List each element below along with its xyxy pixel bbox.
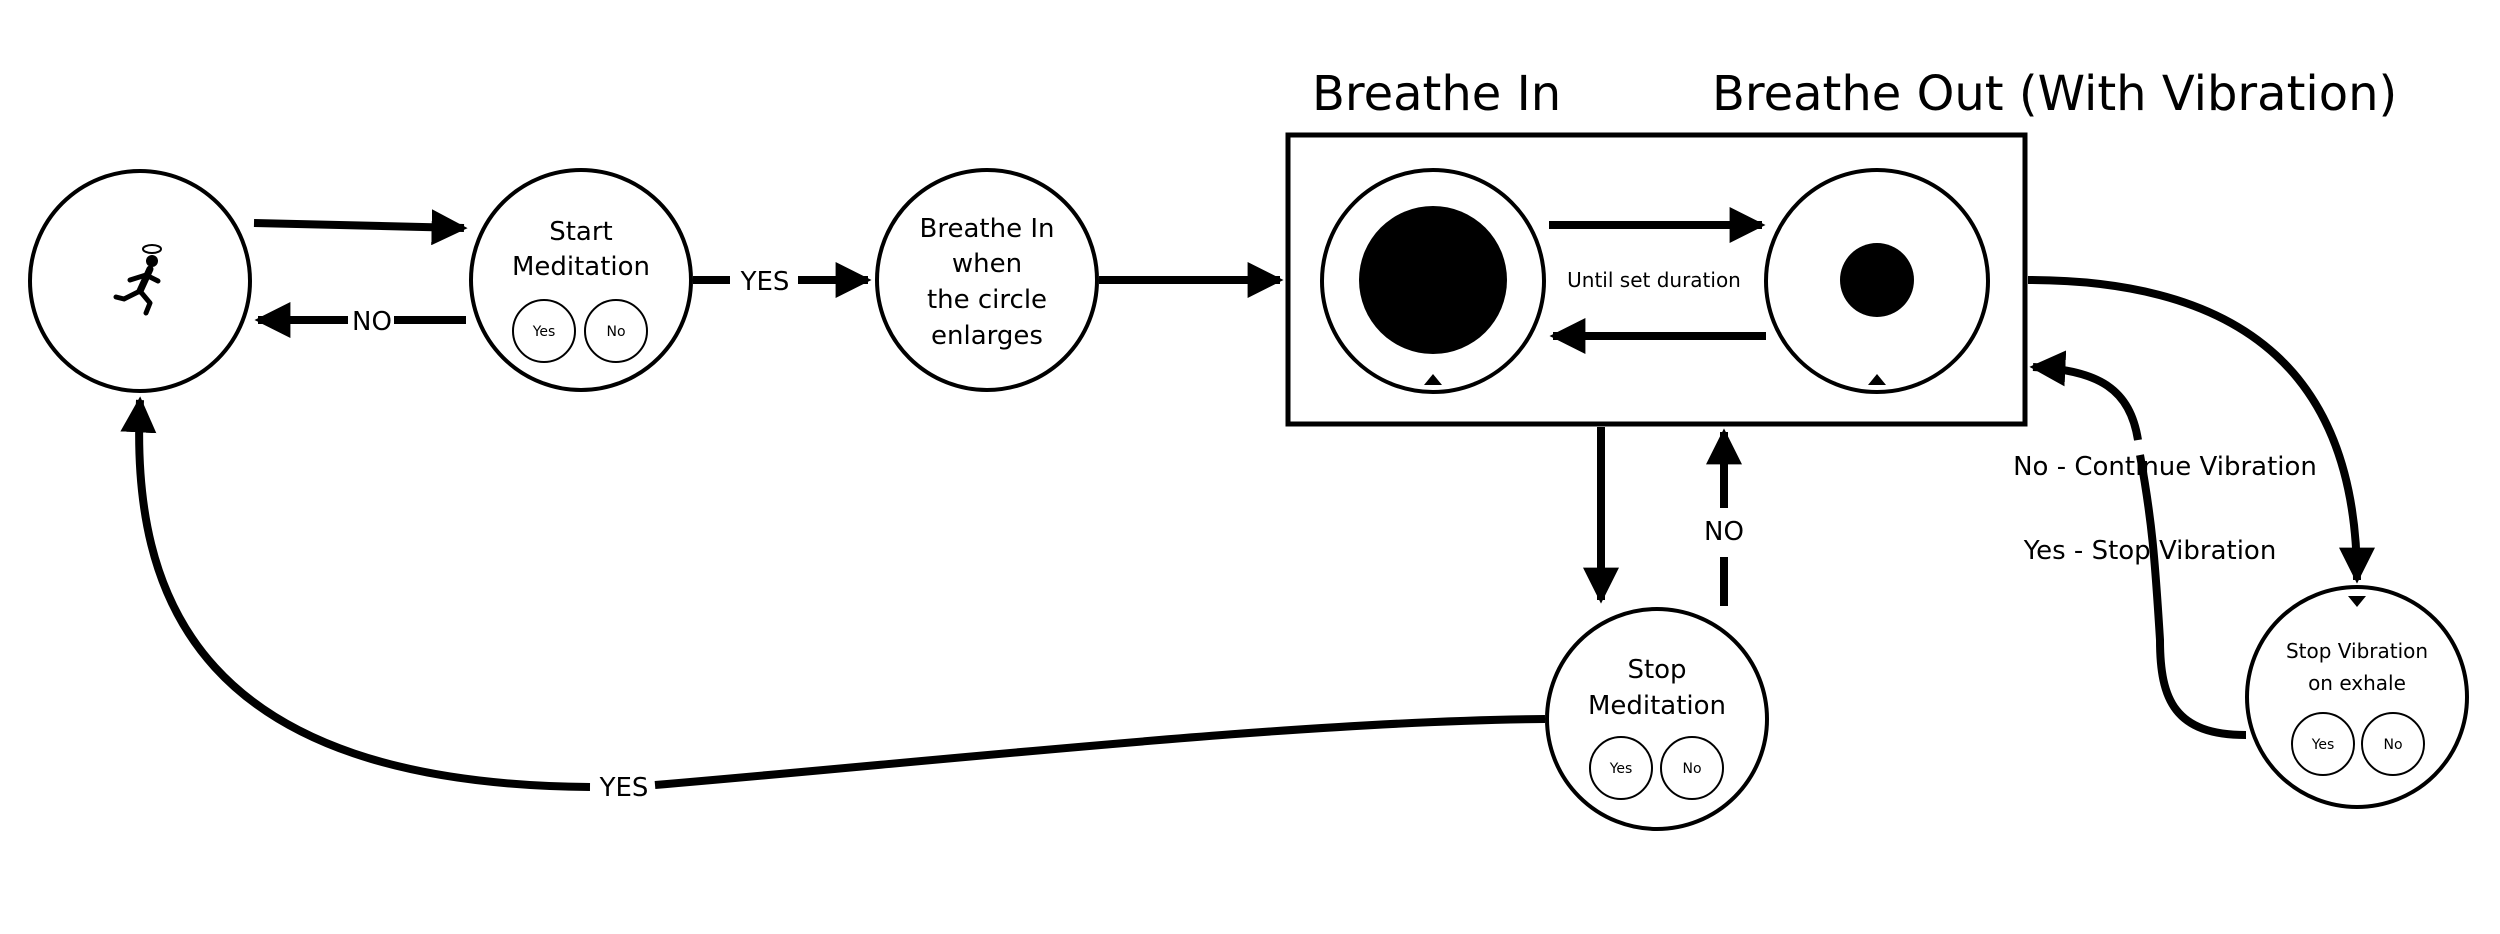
stop-meditation-no-label: No: [1682, 761, 1701, 777]
stop-meditation-node: Stop Meditation Yes No: [1545, 607, 1769, 831]
arrow-start-meditation-yes-to-breathe-in: YES: [693, 262, 872, 298]
edge-label-stop-yes: YES: [599, 773, 649, 803]
stop-meditation-title-2: Meditation: [1588, 691, 1726, 721]
arrow-box-to-stop-vibration: [2027, 276, 2375, 584]
arrow-stop-meditation-yes-to-start: YES: [120, 396, 1546, 803]
stop-meditation-yes-button[interactable]: Yes: [1589, 736, 1653, 800]
breathing-cycle-box: [1285, 132, 2028, 427]
arrow-stop-meditation-no-to-box: NO: [1704, 428, 1744, 606]
breathe-in-watch: [1320, 168, 1546, 394]
stop-meditation-yes-label: Yes: [1609, 761, 1633, 777]
breathe-in-prompt-node: Breathe In when the circle enlarges: [875, 168, 1099, 392]
arrow-stop-vibration-to-breathe-out: No - Continue Vibration Yes - Stop Vibra…: [2013, 350, 2317, 739]
edge-label-start-yes: YES: [740, 267, 790, 297]
watch-indicator-icon: [1424, 374, 1442, 385]
start-meditation-title-2: Meditation: [512, 252, 650, 282]
stop-vibration-title-2: on exhale: [2308, 671, 2406, 695]
stop-vibration-title-1: Stop Vibration: [2286, 639, 2428, 663]
breathe-in-prompt-line-2: when: [952, 249, 1022, 279]
breathe-in-prompt-line-4: enlarges: [931, 321, 1043, 351]
start-meditation-no-button[interactable]: No: [584, 299, 648, 363]
stop-vibration-node: Stop Vibration on exhale Yes No: [2245, 585, 2469, 809]
stop-meditation-no-button[interactable]: No: [1660, 736, 1724, 800]
arrow-start-to-start-meditation: [253, 209, 468, 246]
edge-label-yes-stop-vibration: Yes - Stop Vibration: [2023, 536, 2277, 566]
stop-vibration-no-button[interactable]: No: [2361, 712, 2425, 776]
edge-label-start-no: NO: [352, 307, 392, 337]
stop-vibration-no-label: No: [2383, 737, 2402, 753]
breathe-in-prompt-line-1: Breathe In: [920, 214, 1055, 244]
stop-vibration-yes-button[interactable]: Yes: [2291, 712, 2355, 776]
watch-indicator-icon: [1868, 374, 1886, 385]
breathe-in-prompt-line-3: the circle: [927, 285, 1047, 315]
start-meditation-yes-label: Yes: [532, 324, 556, 340]
stop-vibration-yes-label: Yes: [2311, 737, 2335, 753]
start-meditation-node: Start Meditation Yes No: [469, 168, 693, 392]
start-meditation-no-label: No: [606, 324, 625, 340]
shrunk-breath-circle: [1840, 243, 1914, 317]
breathe-in-header: Breathe In: [1312, 66, 1561, 122]
enlarged-breath-circle: [1359, 206, 1507, 354]
stop-meditation-title-1: Stop: [1627, 655, 1686, 685]
edge-label-until-duration: Until set duration: [1567, 268, 1741, 292]
running-person-icon: [113, 244, 162, 316]
watch-indicator-icon: [2348, 596, 2366, 607]
start-meditation-yes-button[interactable]: Yes: [512, 299, 576, 363]
edge-label-stop-no: NO: [1704, 517, 1744, 547]
edge-label-no-continue-vibration: No - Continue Vibration: [2013, 452, 2317, 482]
start-meditation-title-1: Start: [549, 217, 613, 247]
start-node: [28, 169, 252, 393]
breathe-out-watch: [1764, 168, 1990, 394]
breathe-out-header: Breathe Out (With Vibration): [1712, 66, 2397, 122]
arrow-start-meditation-no-to-start: NO: [254, 302, 466, 338]
